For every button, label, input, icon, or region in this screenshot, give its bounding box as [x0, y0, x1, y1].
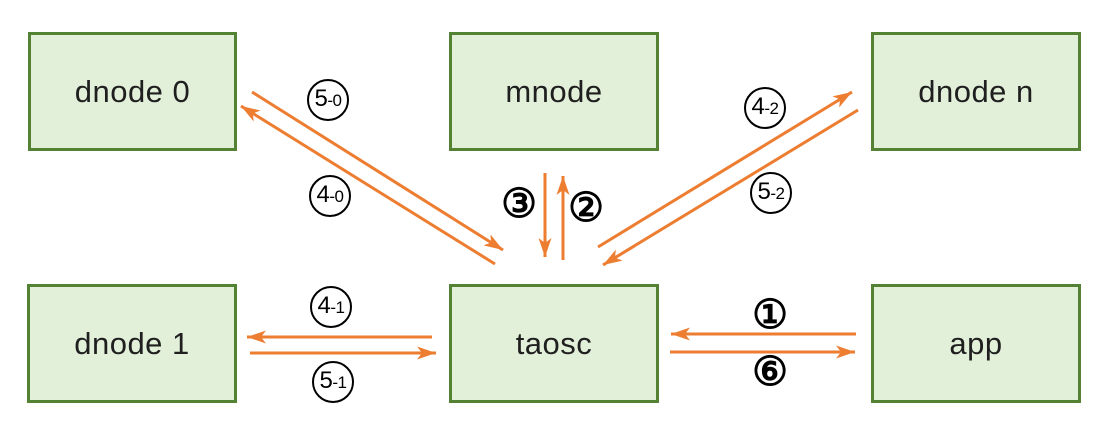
step-badge-4-0: 4-0 [309, 175, 351, 217]
node-dnoden: dnode n [871, 32, 1081, 151]
step-badge-2: ② [568, 186, 604, 230]
node-dnode0: dnode 0 [28, 32, 237, 151]
arrow-dnoden-to-taosc [602, 108, 859, 267]
arrow-dnode0-to-taosc [251, 90, 504, 252]
step-badge-1: ① [752, 293, 788, 337]
node-dnode1: dnode 1 [27, 284, 237, 403]
node-dnode1-label: dnode 1 [74, 325, 190, 361]
node-taosc-label: taosc [515, 325, 593, 361]
step-badge-4-2: 4-2 [744, 87, 786, 129]
step-badge-4-1: 4-1 [310, 286, 352, 328]
node-dnode0-label: dnode 0 [74, 73, 191, 109]
node-mnode: mnode [449, 32, 659, 151]
node-mnode-label: mnode [505, 73, 603, 109]
step-badge-5-0: 5-0 [307, 79, 349, 121]
node-dnoden-label: dnode n [918, 73, 1034, 109]
node-app-label: app [949, 325, 1003, 361]
step-badge-5-1: 5-1 [312, 361, 354, 403]
step-badge-5-2: 5-2 [750, 172, 792, 214]
node-app: app [871, 284, 1081, 403]
arrow-taosc-to-dnoden [597, 90, 853, 249]
node-taosc: taosc [449, 284, 659, 403]
step-badge-6: ⑥ [752, 350, 788, 394]
arrow-taosc-to-dnode0 [240, 104, 496, 266]
step-badge-3: ③ [501, 182, 537, 226]
